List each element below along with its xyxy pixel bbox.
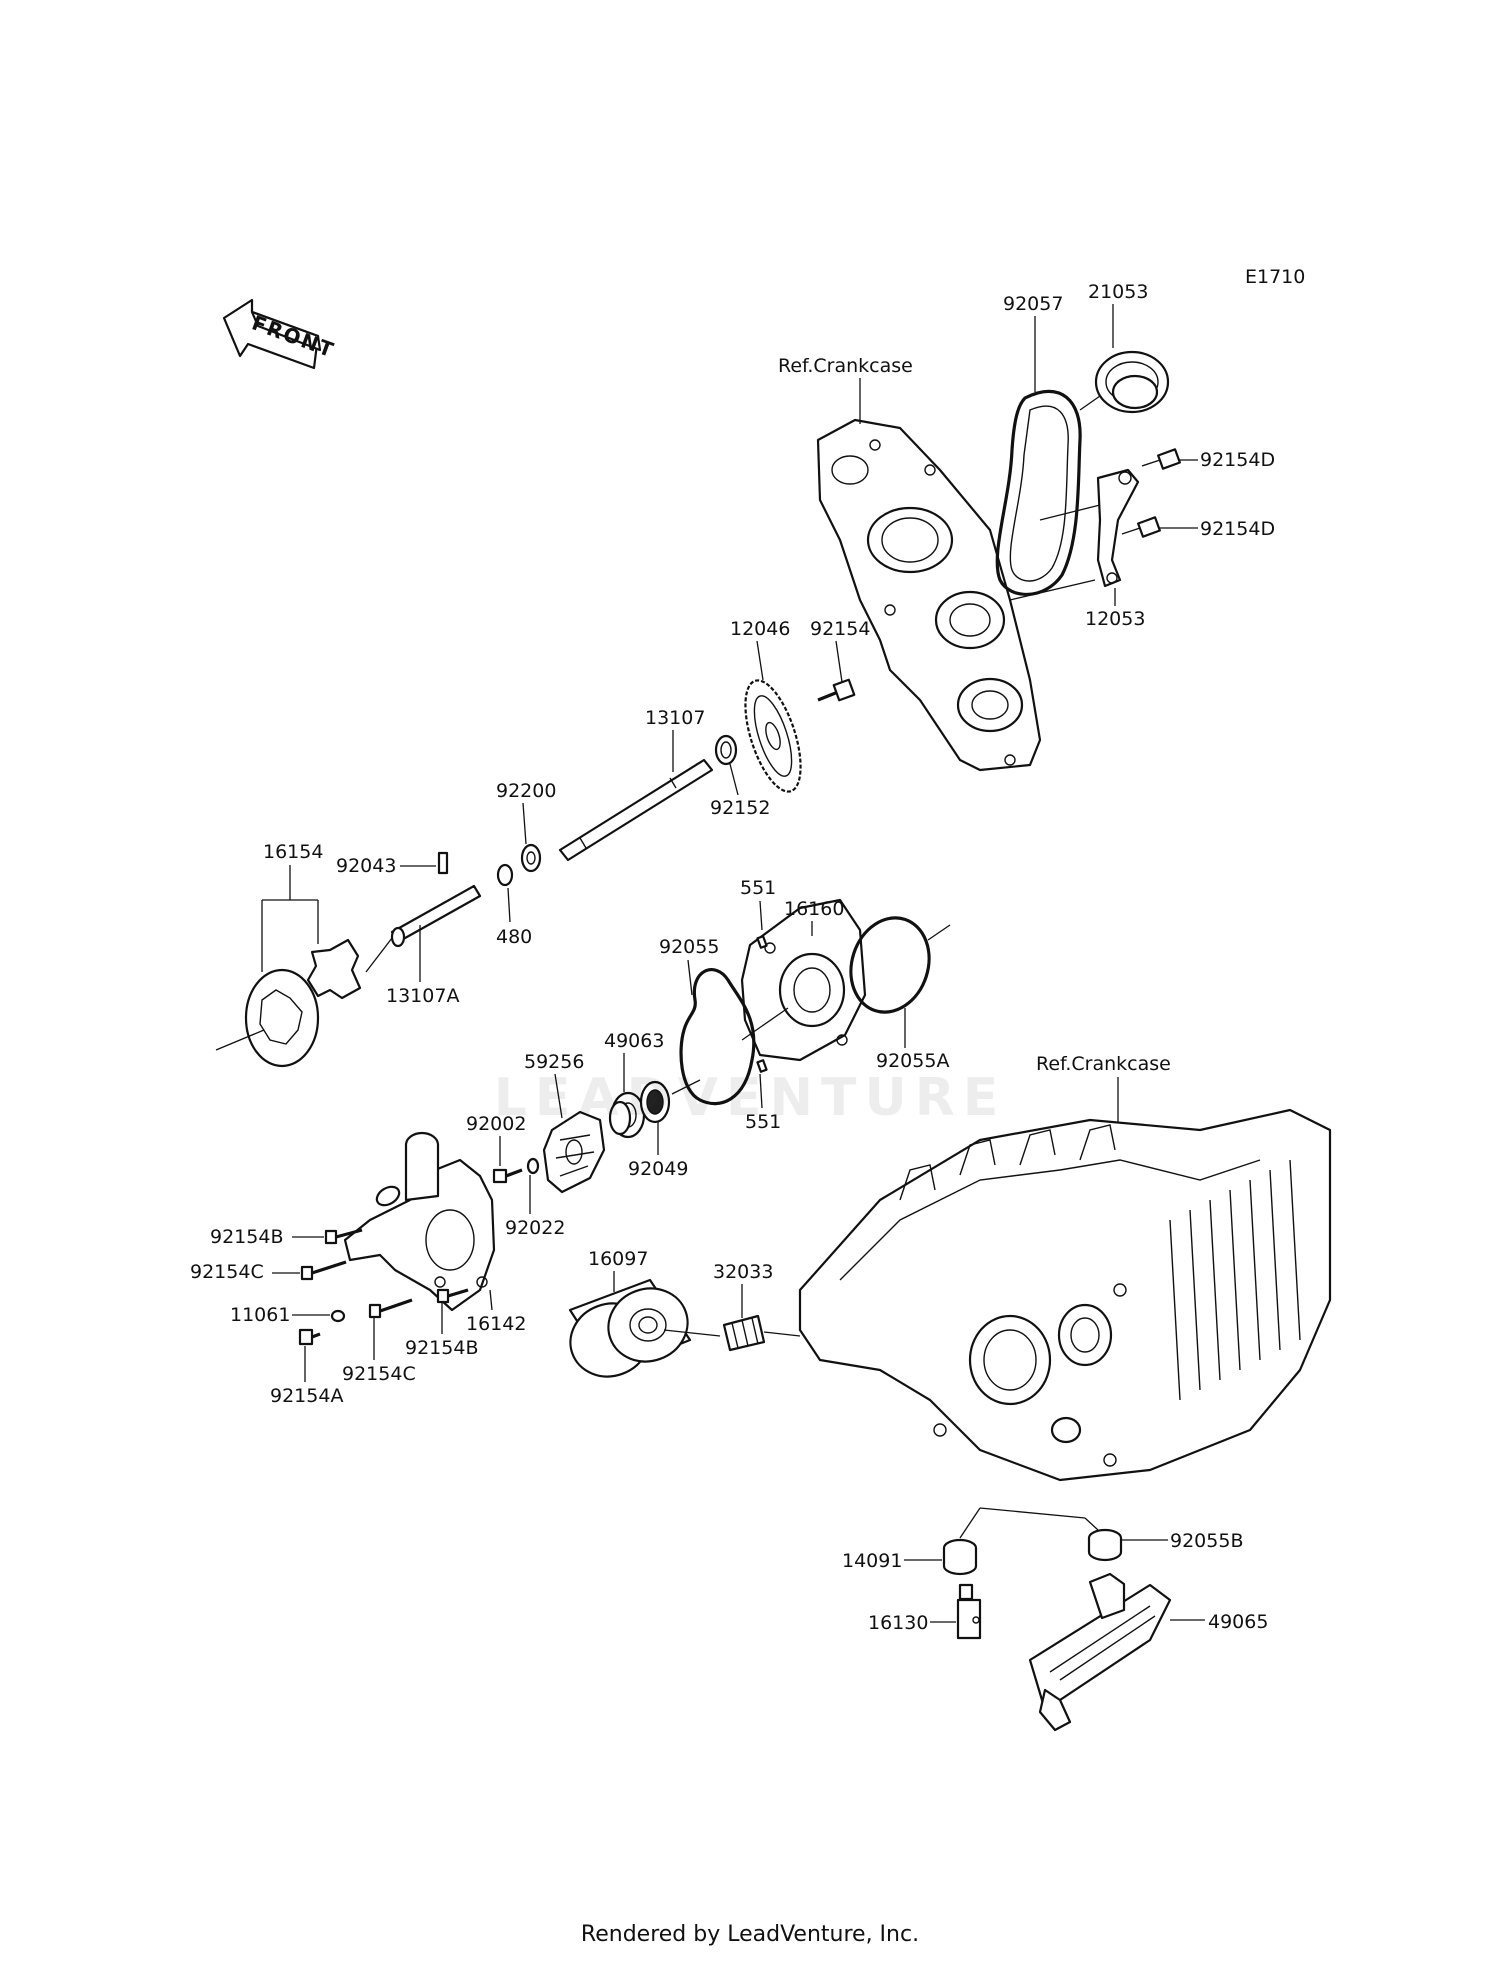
seal-49063-part: [608, 1091, 646, 1139]
part-label-92055B: 92055B: [1170, 1530, 1243, 1552]
bolt-92154B-upper-part: [324, 1228, 363, 1245]
o-ring-92055B-part: [1087, 1528, 1123, 1562]
bolt-92154C-upper-part: [300, 1260, 347, 1281]
dowel-551-upper-part: [756, 935, 768, 949]
front-arrow-icon: FRONT: [222, 298, 338, 370]
bolt-92154C-lower-part: [368, 1298, 413, 1319]
ref-crankcase-label-top: Ref.Crankcase: [778, 355, 913, 377]
part-label-92152: 92152: [710, 797, 770, 819]
part-label-92154A: 92154A: [270, 1385, 343, 1407]
part-label-92154D-b: 92154D: [1200, 518, 1275, 540]
part-label-11061: 11061: [230, 1304, 290, 1326]
part-label-92154C-b: 92154C: [342, 1363, 416, 1385]
o-ring-92055-part: [679, 968, 756, 1106]
bolt-92154A-part: [298, 1328, 321, 1346]
part-label-92154D-a: 92154D: [1200, 449, 1275, 471]
washer-92200-part: [520, 843, 542, 873]
footer-credit: Rendered by LeadVenture, Inc.: [580, 1922, 920, 1947]
part-label-92154: 92154: [810, 618, 870, 640]
ref-crankcase-cover-part: [816, 418, 1042, 772]
part-label-92049: 92049: [628, 1158, 688, 1180]
pump-cover-16142-part: [343, 1131, 496, 1312]
strainer-49065-part: [1028, 1572, 1172, 1732]
part-label-551-a: 551: [740, 877, 776, 899]
part-label-92043: 92043: [336, 855, 396, 877]
sprocket-12046-part: [744, 679, 802, 793]
shaft-13107-part: [558, 758, 714, 862]
part-label-12046: 12046: [730, 618, 790, 640]
sprocket-21053-part: [1094, 350, 1170, 414]
pump-cover-16160-part: [740, 898, 867, 1062]
dowel-551-lower-part: [756, 1059, 768, 1073]
diagram-code: E1710: [1245, 266, 1305, 288]
ref-crankcase-label-bottom: Ref.Crankcase: [1036, 1053, 1171, 1075]
pump-rotor-16154-part: [215, 937, 393, 1068]
part-label-16097: 16097: [588, 1248, 648, 1270]
fitting-16130-part: [956, 1583, 982, 1640]
impeller-59256-part: [542, 1110, 606, 1194]
part-label-551-b: 551: [745, 1111, 781, 1133]
part-label-92055A: 92055A: [876, 1050, 949, 1072]
part-label-92055: 92055: [659, 936, 719, 958]
washer-92152-part: [714, 734, 738, 766]
cam-chain-part: [995, 389, 1082, 596]
watermark: LEADVENTURE: [493, 1068, 1007, 1128]
bolt-92002-part: [492, 1168, 523, 1184]
part-label-92154C-a: 92154C: [190, 1261, 264, 1283]
oil-filter-16097-part: [568, 1278, 721, 1378]
part-label-480: 480: [496, 926, 532, 948]
part-label-13107A: 13107A: [386, 985, 459, 1007]
ref-crankcase-main-part: [798, 1108, 1332, 1482]
part-label-12053: 12053: [1085, 608, 1145, 630]
part-label-13107: 13107: [645, 707, 705, 729]
part-label-92200: 92200: [496, 780, 556, 802]
bolt-92154B-lower-part: [436, 1288, 469, 1304]
bolt-92154D-upper-part: [1141, 448, 1181, 470]
o-ring-92055A-part: [849, 916, 931, 1014]
part-label-92154B-b: 92154B: [405, 1337, 478, 1359]
part-label-16160: 16160: [784, 898, 844, 920]
part-label-92002: 92002: [466, 1113, 526, 1135]
part-label-92022: 92022: [505, 1217, 565, 1239]
bolt-92154-part: [817, 678, 856, 702]
part-label-59256: 59256: [524, 1051, 584, 1073]
nipple-32033-part: [722, 1314, 801, 1352]
part-label-92057: 92057: [1003, 293, 1063, 315]
shaft-13107A-part: [390, 884, 482, 948]
washer-11061-part: [330, 1309, 346, 1323]
part-label-21053: 21053: [1088, 281, 1148, 303]
part-label-16142: 16142: [466, 1313, 526, 1335]
part-label-92154B-a: 92154B: [210, 1226, 283, 1248]
part-label-14091: 14091: [842, 1550, 902, 1572]
seal-92049-part: [639, 1080, 671, 1124]
part-label-49063: 49063: [604, 1030, 664, 1052]
chain-guide-12053-part: [1096, 468, 1140, 588]
part-label-16130: 16130: [868, 1612, 928, 1634]
circlip-480-part: [496, 863, 514, 887]
part-label-32033: 32033: [713, 1261, 773, 1283]
part-label-49065: 49065: [1208, 1611, 1268, 1633]
pin-92043-part: [437, 851, 449, 875]
washer-92022-part: [526, 1157, 540, 1175]
part-label-16154: 16154: [263, 841, 323, 863]
bolt-92154D-lower-part: [1121, 516, 1161, 538]
cap-14091-part: [942, 1538, 978, 1576]
